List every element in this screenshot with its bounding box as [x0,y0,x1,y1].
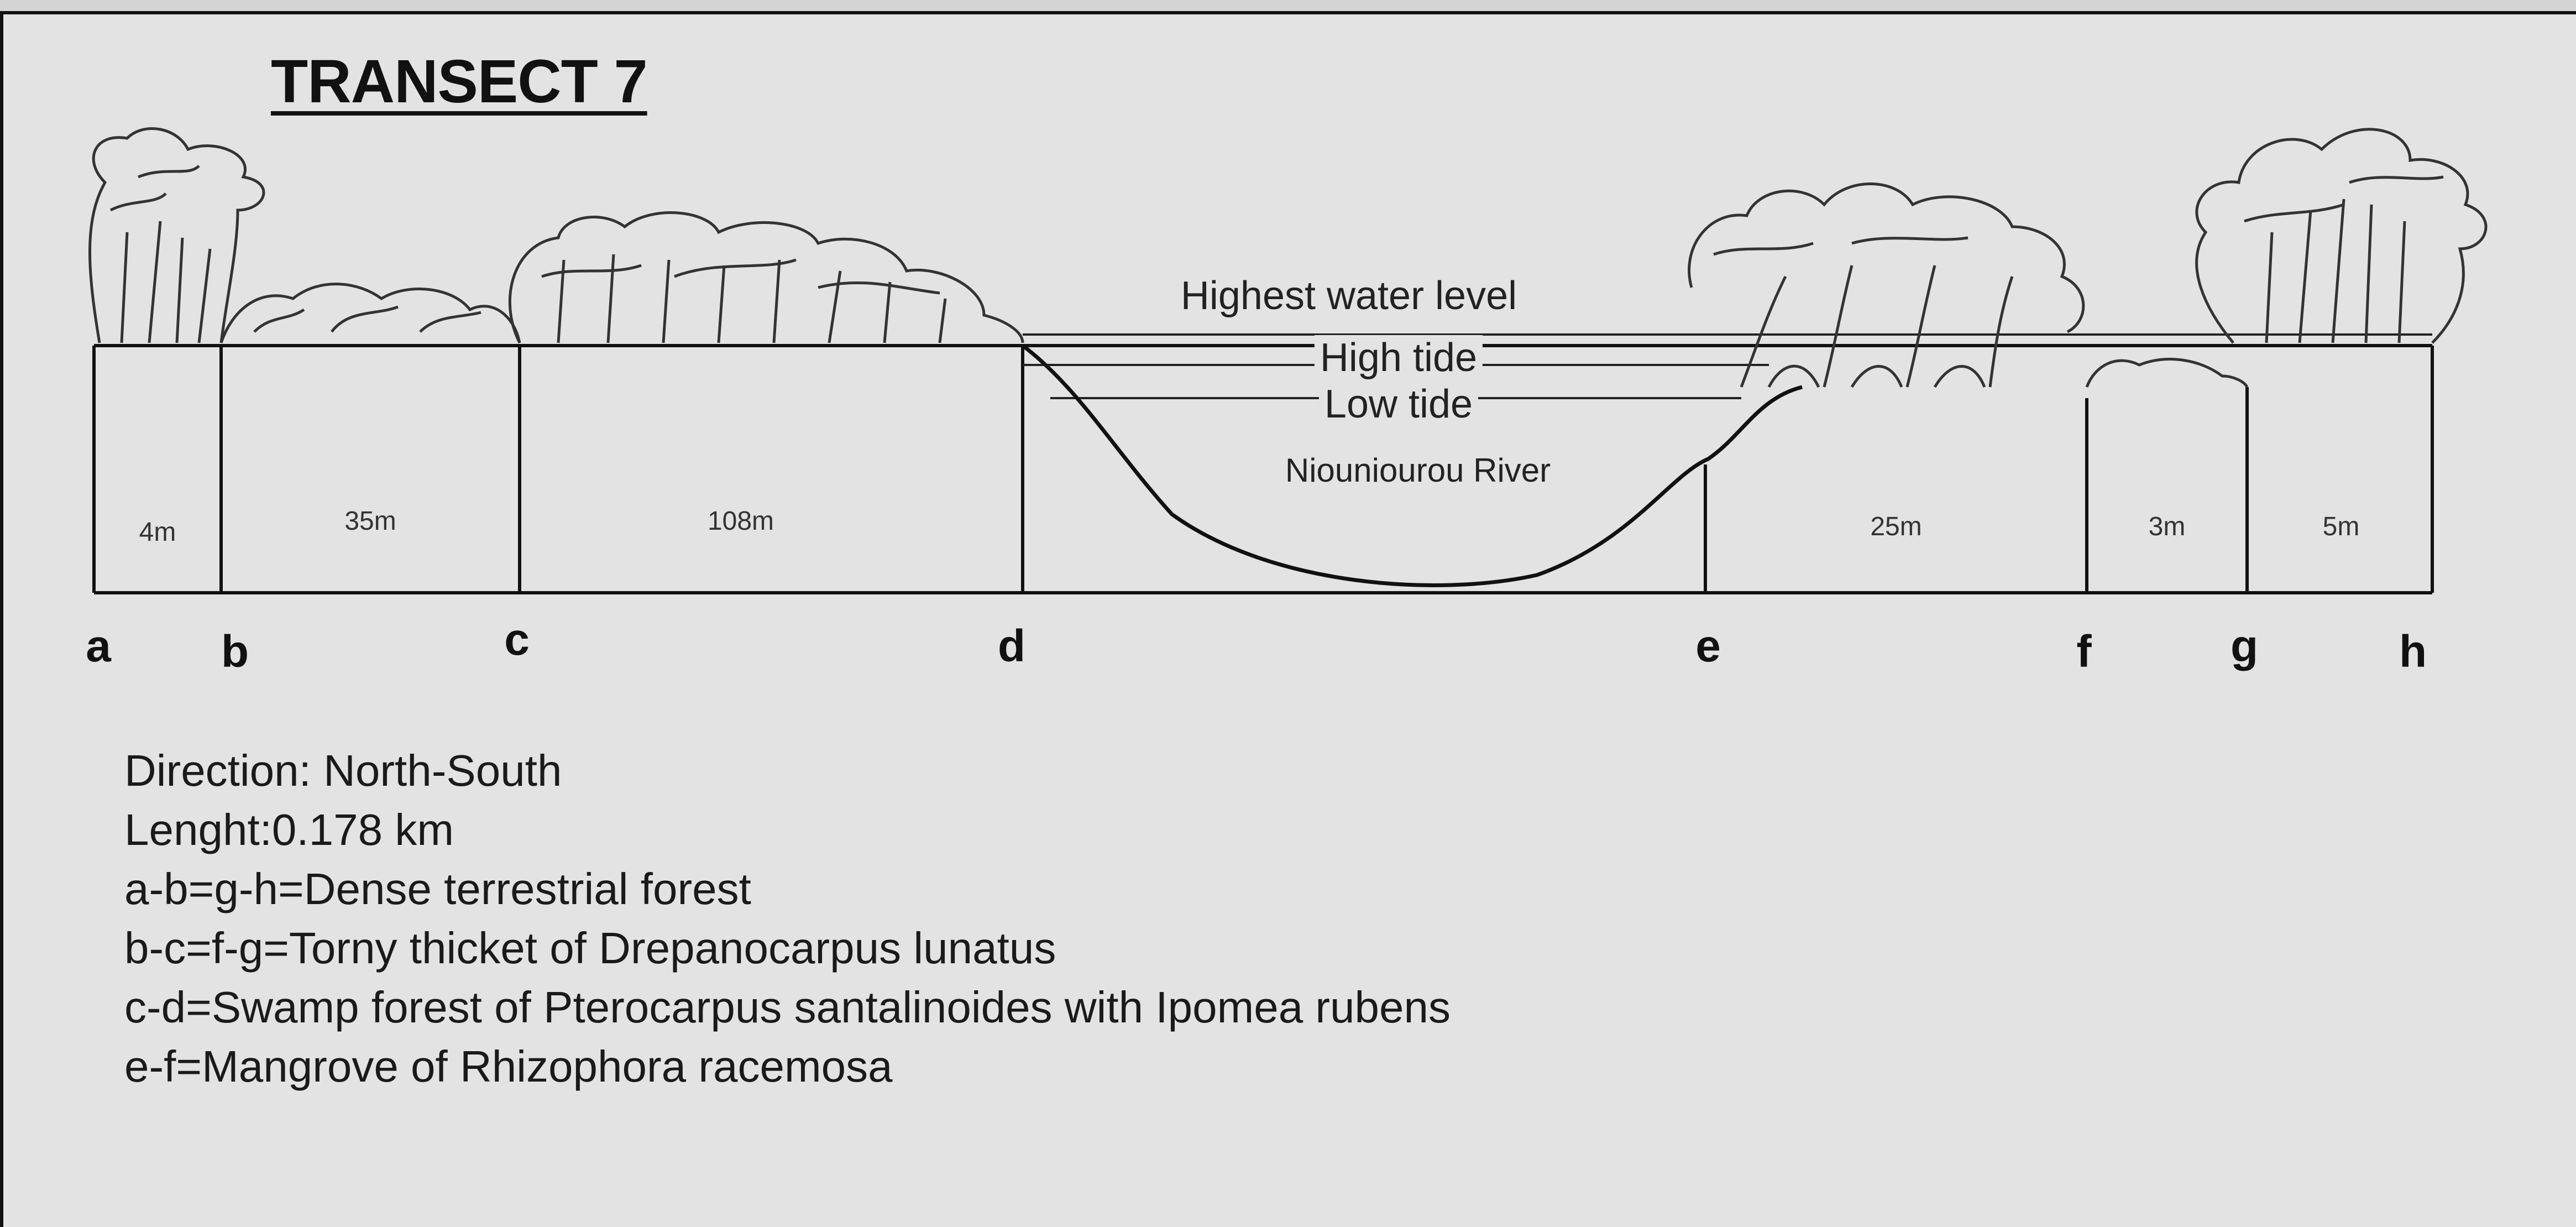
legend-thicket: b-c=f-g=Torny thicket of Drepanocarpus l… [124,918,1451,978]
vegetation-thicket-b-c [221,284,520,343]
legend-swamp-forest: c-d=Swamp forest of Pterocarpus santalin… [124,978,1451,1037]
legend-dense-forest: a-b=g-h=Dense terrestrial forest [124,859,1451,918]
point-label-a: a [86,620,111,672]
legend-length: Lenght:0.178 km [124,800,1451,859]
vegetation-mangrove-e-f [1689,184,2083,388]
point-label-c: c [504,614,530,666]
legend-mangrove: e-f=Mangrove of Rhizophora racemosa [124,1037,1451,1096]
point-label-d: d [998,620,1025,672]
point-label-b: b [221,626,249,678]
high-tide-label: High tide [1315,335,1483,380]
legend-direction: Direction: North-South [124,741,1451,800]
river-label: Niouniourou River [1285,451,1551,489]
point-label-e: e [1695,620,1721,672]
distance-a-b: 4m [139,517,176,547]
highest-water-level-label: Highest water level [1175,273,1522,319]
point-label-g: g [2231,620,2258,672]
diagram-title: TRANSECT 7 [271,46,647,117]
vegetation-dense-forest-a-b [90,129,264,343]
distance-g-h: 5m [2323,511,2360,542]
distance-c-d: 108m [708,506,774,536]
vegetation-dense-forest-g-h [2197,129,2486,343]
low-tide-label: Low tide [1319,382,1478,427]
point-label-f: f [2076,626,2091,678]
distance-f-g: 3m [2149,511,2186,542]
distance-e-f: 25m [1870,511,1921,542]
legend: Direction: North-South Lenght:0.178 km a… [124,741,1451,1096]
distance-b-c: 35m [344,506,396,536]
vegetation-thicket-f-g [2087,359,2247,387]
vegetation-swamp-forest-c-d [510,213,1023,343]
point-label-h: h [2399,626,2427,678]
